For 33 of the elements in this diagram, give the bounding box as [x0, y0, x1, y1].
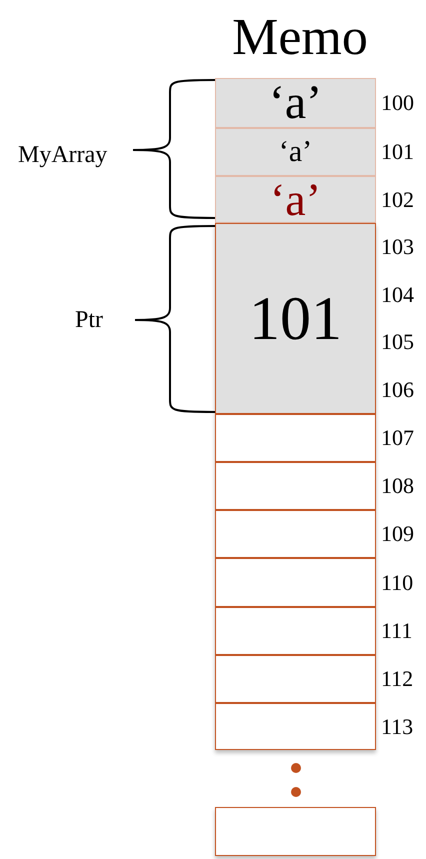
memory-cell [215, 607, 376, 655]
cell-value: ‘a’ [270, 176, 322, 222]
memory-address: 111 [381, 620, 412, 642]
memory-address: 113 [381, 716, 414, 738]
memory-cell [215, 176, 376, 223]
memory-cell [215, 703, 376, 750]
cell-value: ‘a’ [278, 137, 312, 167]
memory-address: 103 [381, 236, 414, 258]
memory-address: 109 [381, 523, 414, 545]
memory-cell [215, 78, 376, 128]
memory-address: 105 [381, 331, 414, 354]
title: Memo [231, 12, 369, 64]
cell-value: ‘a’ [268, 79, 322, 127]
memory-cell [215, 128, 376, 176]
memory-address: 104 [381, 284, 414, 306]
memory-address: 100 [381, 92, 414, 114]
memory-cell [215, 510, 376, 558]
memory-address: 101 [381, 141, 414, 163]
variable-name: Ptr [75, 308, 104, 332]
variable-name: MyArray [18, 143, 108, 167]
memory-cell [215, 414, 376, 462]
memory-cell [215, 655, 376, 703]
memory-address: 102 [381, 188, 414, 210]
memory-address: 110 [381, 572, 414, 594]
memory-cell [215, 558, 376, 607]
memory-address: 107 [381, 427, 414, 449]
memory-address: 112 [381, 668, 414, 690]
cell-value: 101 [249, 288, 342, 350]
memory-cell [215, 807, 376, 856]
memory-address: 108 [381, 475, 414, 497]
memory-address: 106 [381, 379, 414, 402]
memory-cell [215, 223, 376, 414]
memory-cell [215, 462, 376, 510]
